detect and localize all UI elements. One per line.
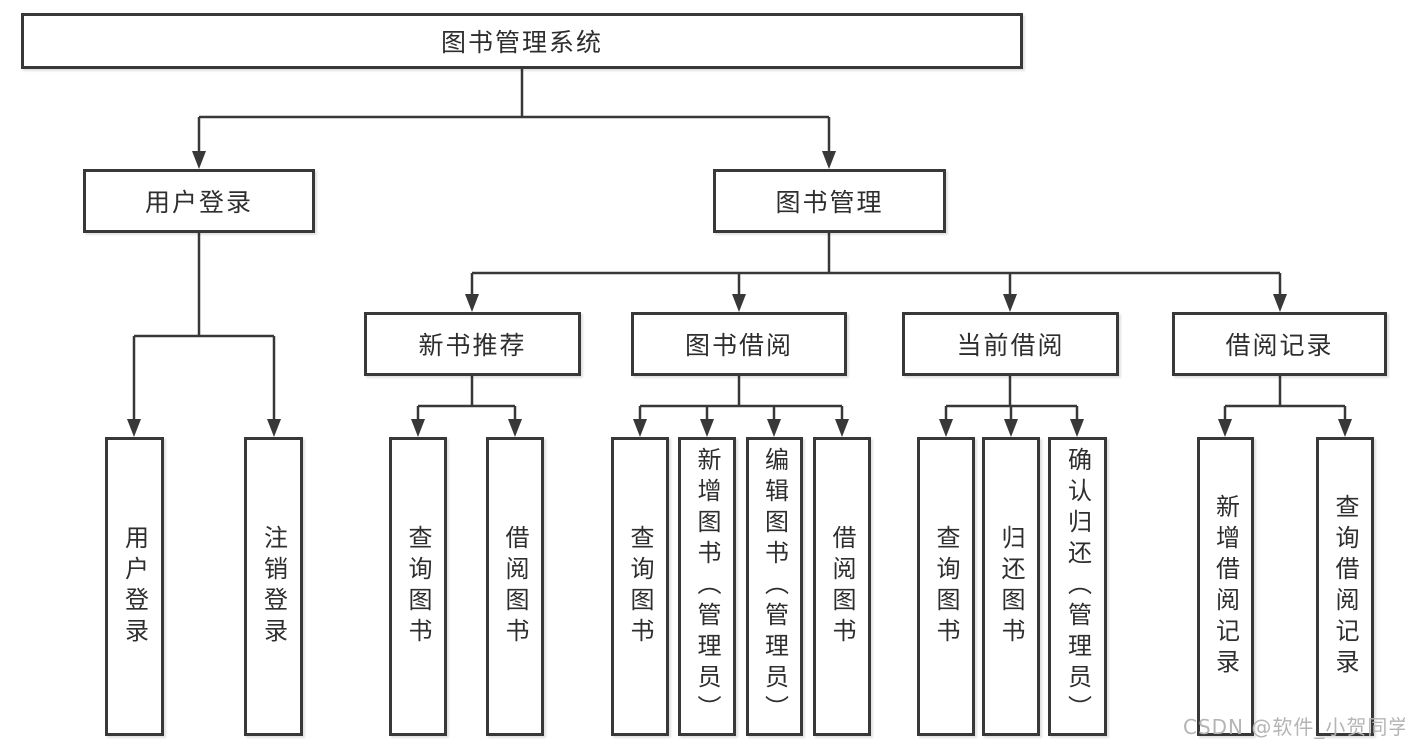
- leaf-borrow-books: 借阅图书: [813, 437, 871, 736]
- leaf-add-borrow-record: 新增借阅记录: [1197, 437, 1254, 736]
- leaf-return-books: 归还图书: [982, 437, 1040, 736]
- leaf-edit-books-admin: 编辑图书（管理员）: [746, 437, 803, 736]
- leaf-confirm-return-admin: 确认归还（管理员）: [1048, 437, 1107, 736]
- connector-borrow-records-to-leaves: [1223, 376, 1347, 420]
- watermark: CSDN @软件_小贺同学: [1183, 715, 1405, 739]
- node-borrow-records: 借阅记录: [1172, 312, 1387, 376]
- connector-user-login-to-leaves: [132, 233, 276, 420]
- leaf-query-books-recommend: 查询图书: [389, 437, 447, 736]
- node-user-login: 用户登录: [83, 169, 315, 233]
- leaf-logout: 注销登录: [244, 437, 303, 736]
- node-root-label: 图书管理系统: [440, 28, 603, 57]
- node-book-management: 图书管理: [713, 169, 946, 233]
- leaf-user-login: 用户登录: [105, 437, 164, 736]
- node-book-management-label: 图书管理: [775, 188, 884, 217]
- leaf-query-borrow-record: 查询借阅记录: [1316, 437, 1374, 736]
- connector-book-mgmt-to-level3: [470, 233, 1282, 295]
- connector-book-borrow-to-leaves: [638, 376, 844, 420]
- node-root: 图书管理系统: [21, 13, 1023, 69]
- node-book-borrow-label: 图书借阅: [684, 331, 793, 360]
- leaf-add-books-admin: 新增图书（管理员）: [678, 437, 736, 736]
- node-current-borrow: 当前借阅: [902, 312, 1119, 376]
- connector-new-book-rec-to-leaves: [416, 376, 517, 420]
- node-current-borrow-label: 当前借阅: [956, 331, 1065, 360]
- leaf-borrow-books-recommend: 借阅图书: [486, 437, 544, 736]
- node-user-login-label: 用户登录: [144, 188, 253, 217]
- connector-current-borrow-to-leaves: [944, 376, 1079, 420]
- leaf-query-books-borrow: 查询图书: [611, 437, 669, 736]
- node-new-book-recommend: 新书推荐: [364, 312, 581, 376]
- node-borrow-records-label: 借阅记录: [1225, 331, 1334, 360]
- leaf-query-books-current: 查询图书: [917, 437, 975, 736]
- connector-root-to-level2: [197, 69, 831, 152]
- node-new-book-recommend-label: 新书推荐: [418, 331, 527, 360]
- node-book-borrow: 图书借阅: [631, 312, 847, 376]
